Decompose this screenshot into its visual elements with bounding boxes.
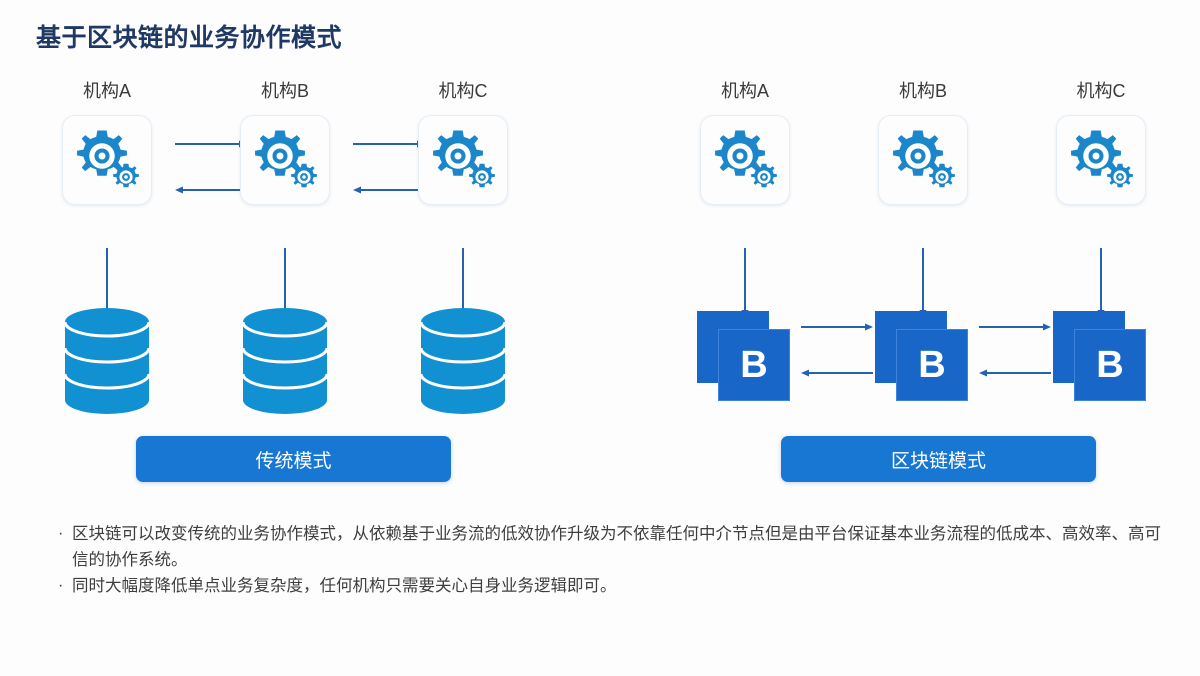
org-label-c-left: 机构C <box>438 81 488 101</box>
list-item: · 区块链可以改变传统的业务协作模式，从依赖基于业务流的低效协作升级为不依靠任何… <box>58 521 1163 573</box>
database-cylinder-a[interactable] <box>61 306 153 416</box>
traditional-mode-button[interactable]: 传统模式 <box>136 436 451 482</box>
block-front-layer: B <box>896 329 968 401</box>
list-item: · 同时大幅度降低单点业务复杂度，任何机构只需要关心自身业务逻辑即可。 <box>58 573 1163 599</box>
bullet-list: · 区块链可以改变传统的业务协作模式，从依赖基于业务流的低效协作升级为不依靠任何… <box>58 521 1163 599</box>
org-label-a-right: 机构A <box>720 81 769 101</box>
org-label-a-left: 机构A <box>82 81 131 101</box>
org-label-b-right: 机构B <box>898 81 947 101</box>
bullet-text: 区块链可以改变传统的业务协作模式，从依赖基于业务流的低效协作升级为不依靠任何中介… <box>72 525 1161 569</box>
org-label-b-left: 机构B <box>260 81 309 101</box>
gears-icon-small <box>927 162 957 192</box>
page-title: 基于区块链的业务协作模式 <box>36 24 343 52</box>
blockchain-mode-button[interactable]: 区块链模式 <box>781 436 1096 482</box>
org-gear-box-b-right[interactable] <box>878 115 968 205</box>
org-gear-box-c-right[interactable] <box>1056 115 1146 205</box>
gears-icon-small <box>1105 162 1135 192</box>
bullet-marker: · <box>58 525 64 542</box>
org-column-c-left: 机构C <box>408 80 518 205</box>
database-cylinder-b[interactable] <box>239 306 331 416</box>
org-column-b-right: 机构B <box>868 80 978 205</box>
block-front-layer: B <box>1074 329 1146 401</box>
org-label-c-right: 机构C <box>1076 81 1126 101</box>
gears-icon <box>889 127 947 185</box>
org-column-a-right: 机构A <box>690 80 800 205</box>
blockchain-block-a[interactable]: B <box>697 311 793 403</box>
gears-icon <box>251 127 309 185</box>
blockchain-block-b[interactable]: B <box>875 311 971 403</box>
org-gear-box-c-left[interactable] <box>418 115 508 205</box>
org-column-c-right: 机构C <box>1046 80 1156 205</box>
vertical-arrow-a-right <box>738 246 752 320</box>
vertical-arrow-c-right <box>1094 246 1108 320</box>
org-gear-box-b-left[interactable] <box>240 115 330 205</box>
gears-icon-small <box>467 162 497 192</box>
database-cylinder-c[interactable] <box>417 306 509 416</box>
connector-block-a-b <box>799 318 875 384</box>
gears-icon <box>73 127 131 185</box>
bullet-text: 同时大幅度降低单点业务复杂度，任何机构只需要关心自身业务逻辑即可。 <box>72 577 617 595</box>
blockchain-block-c[interactable]: B <box>1053 311 1149 403</box>
org-gear-box-a-right[interactable] <box>700 115 790 205</box>
gears-icon <box>1067 127 1125 185</box>
org-column-b-left: 机构B <box>230 80 340 205</box>
gears-icon-small <box>749 162 779 192</box>
org-gear-box-a-left[interactable] <box>62 115 152 205</box>
gears-icon <box>429 127 487 185</box>
block-front-layer: B <box>718 329 790 401</box>
gears-icon-small <box>111 162 141 192</box>
gears-icon-small <box>289 162 319 192</box>
org-column-a-left: 机构A <box>52 80 162 205</box>
bullet-marker: · <box>58 577 64 594</box>
vertical-arrow-b-right <box>916 246 930 320</box>
gears-icon <box>711 127 769 185</box>
connector-block-b-c <box>977 318 1053 384</box>
